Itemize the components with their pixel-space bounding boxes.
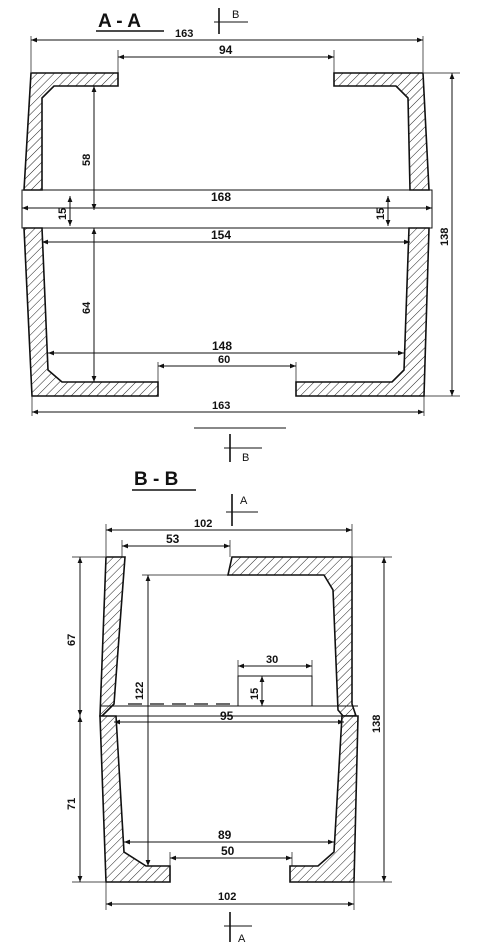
bb-lower-wall-right: [289, 715, 359, 883]
bb-slot-width: 30: [266, 654, 278, 666]
section-bb: B - B A 102 53 67: [66, 469, 392, 945]
bb-lower-inner: 89: [218, 828, 232, 842]
bb-upper-wall-left: [99, 556, 126, 717]
aa-lower-wall-left: [23, 227, 159, 397]
cut-marker-b-bottom: B: [194, 427, 286, 464]
cut-marker-a-bottom-label: A: [238, 933, 246, 945]
aa-bottom-opening: 60: [218, 354, 230, 366]
aa-bottom-width: 163: [212, 400, 230, 412]
bb-inner-height: 122: [134, 682, 146, 700]
bb-upper-wall-right: [227, 556, 358, 717]
cut-marker-b-label: B: [232, 9, 239, 21]
bb-slot-height: 15: [249, 688, 261, 700]
cut-marker-a-bottom: A: [224, 912, 252, 945]
cut-marker-a-label: A: [240, 495, 248, 507]
bb-bottom-opening: 50: [221, 844, 235, 858]
bb-top-opening: 53: [166, 532, 180, 546]
section-bb-title: B - B: [134, 469, 178, 490]
bb-bottom-width: 102: [218, 891, 236, 903]
aa-lower-wall-right: [295, 227, 430, 397]
aa-upper-wall-left: [23, 72, 119, 191]
aa-joint-right: 15: [375, 208, 387, 220]
aa-lower-height: 64: [81, 301, 93, 314]
section-aa-title: A - A: [98, 11, 141, 32]
bb-mid-width: 95: [220, 709, 234, 723]
cut-marker-b-top: B: [214, 8, 248, 34]
bb-lower-height: 71: [66, 798, 78, 810]
bb-top-width: 102: [194, 518, 212, 530]
section-aa: A - A B 163 94 58 168 1: [21, 8, 460, 464]
aa-total-height: 138: [439, 228, 451, 246]
cut-marker-a-top: A: [226, 494, 258, 526]
aa-upper-wall-right: [333, 72, 430, 191]
bb-upper-height: 67: [66, 634, 78, 646]
aa-mid-width: 154: [211, 228, 231, 242]
aa-top-opening: 94: [219, 43, 233, 57]
aa-upper-height: 58: [81, 154, 93, 166]
bb-total-height: 138: [371, 715, 383, 733]
bb-lower-wall-left: [99, 715, 171, 883]
aa-joint-left: 15: [57, 208, 69, 220]
aa-top-width: 163: [175, 28, 193, 40]
aa-joint-width: 168: [211, 190, 231, 204]
cut-marker-b-bottom-label: B: [242, 452, 249, 464]
aa-lower-inner: 148: [212, 339, 232, 353]
bb-slot: [237, 675, 313, 707]
